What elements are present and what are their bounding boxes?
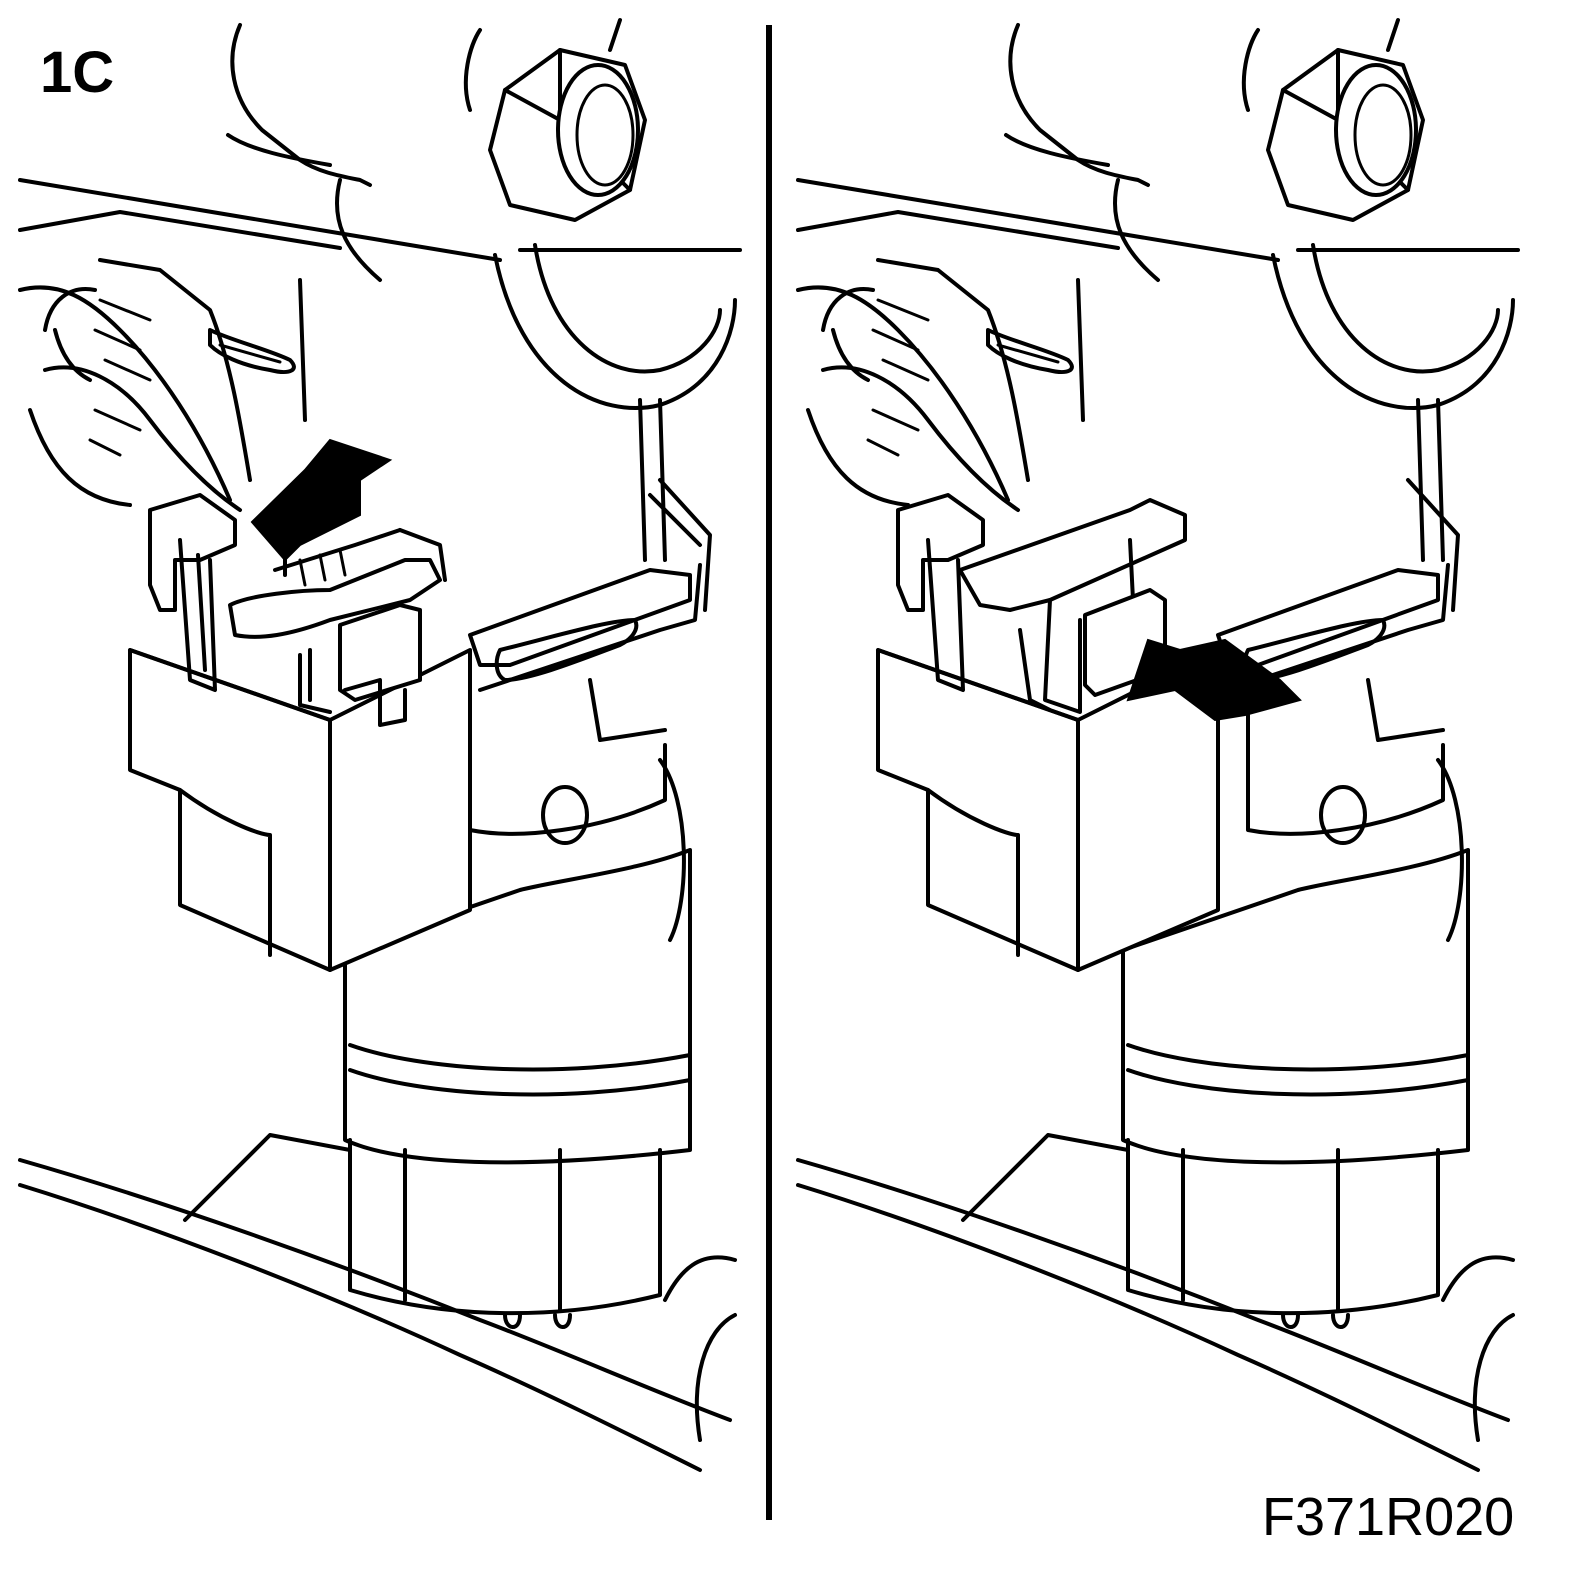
figure-code: F371R020 <box>1262 1487 1515 1547</box>
arrow-up-icon <box>250 438 393 562</box>
connector-right <box>876 478 1460 972</box>
left-panel <box>18 18 742 1472</box>
right-panel <box>796 18 1520 1472</box>
arrow-up-left-icon <box>1126 638 1302 722</box>
step-label: 1C <box>40 40 115 105</box>
connector-left <box>128 478 712 972</box>
